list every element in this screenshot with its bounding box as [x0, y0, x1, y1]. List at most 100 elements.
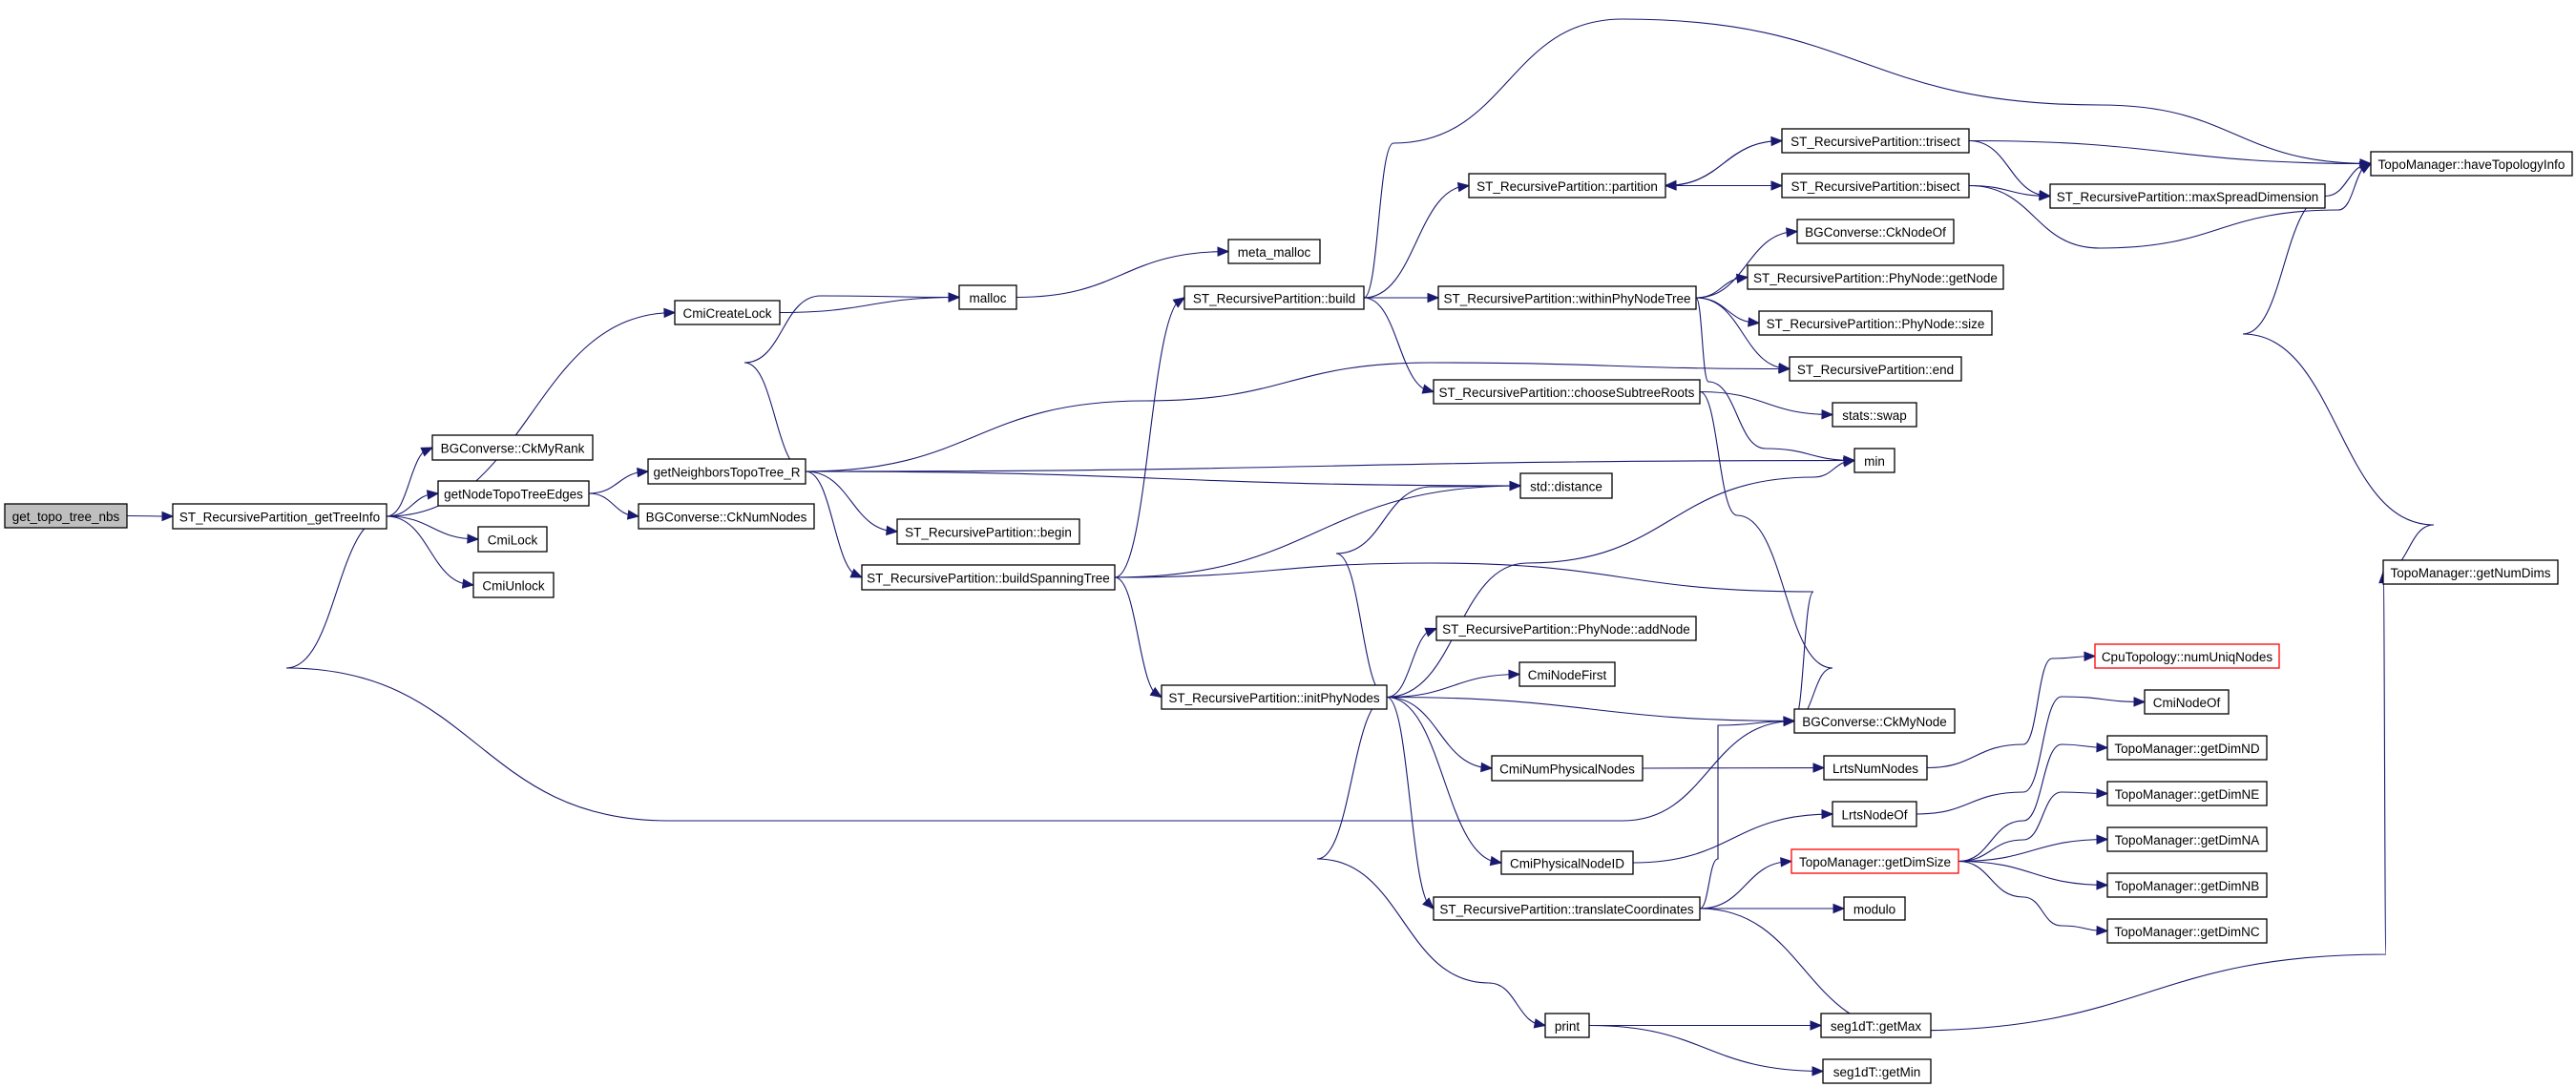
node-box [1491, 755, 1644, 782]
node-label: get_topo_tree_nbs [12, 510, 120, 524]
arrowhead-icon [1735, 273, 1749, 284]
edge-lrtsnumnodes-to-cputopology-numuniqnodes [1926, 655, 2096, 769]
edge-st-recursivepartition-withinphynodetree-to-min [1695, 297, 1855, 462]
node-st-recursivepartition-trisect[interactable]: ST_RecursivePartition::trisect [1781, 128, 1970, 154]
node-lrtsnumnodes[interactable]: LrtsNumNodes [1823, 755, 1928, 781]
node-st-recursivepartition-phynode-addnode[interactable]: ST_RecursivePartition::PhyNode::addNode [1435, 616, 1697, 641]
node-label: ST_RecursivePartition::PhyNode::addNode [1442, 622, 1690, 637]
node-st-recursivepartition-partition[interactable]: ST_RecursivePartition::partition [1468, 173, 1666, 199]
node-bgconverse-ckmyrank[interactable]: BGConverse::CkMyRank [431, 434, 594, 461]
node-seg1dt-getmax[interactable]: seg1dT::getMax [1820, 1013, 1932, 1038]
node-st-recursivepartition-gettreeinfo[interactable]: ST_RecursivePartition_getTreeInfo [172, 503, 387, 530]
arrowhead-icon [886, 525, 899, 536]
node-st-recursivepartition-translatecoordinates[interactable]: ST_RecursivePartition::translateCoordina… [1433, 896, 1701, 921]
node-cminodefirst[interactable]: CmiNodeFirst [1518, 661, 1616, 687]
node-lrtsnodeof[interactable]: LrtsNodeOf [1832, 801, 1917, 827]
edge-cmicreatelock-to-malloc [779, 296, 960, 314]
node-get-topo-tree-nbs[interactable]: get_topo_tree_nbs [4, 503, 128, 529]
edge-st-recursivepartition-trisect-to-st-recursivepartition-maxspreaddimension [1968, 139, 2051, 198]
node-bgconverse-cknodeof[interactable]: BGConverse::CkNodeOf [1796, 219, 1955, 244]
node-topomanager-getdimnc[interactable]: TopoManager::getDimNC [2106, 918, 2268, 944]
edge-st-recursivepartition-withinphynodetree-to-bgconverse-cknodeof [1695, 230, 1798, 299]
edge-st-recursivepartition-initphynodes-to-st-recursivepartition-phynode-addnode [1386, 627, 1437, 699]
node-box [2094, 643, 2280, 669]
node-box [896, 518, 1080, 545]
arrowhead-icon [1810, 1020, 1823, 1031]
node-box [647, 458, 806, 485]
edges-layer [126, 18, 2435, 1077]
node-topomanager-getdimnb[interactable]: TopoManager::getDimNB [2106, 872, 2268, 898]
node-topomanager-getdimne[interactable]: TopoManager::getDimNE [2106, 781, 2268, 806]
edge-st-recursivepartition-translatecoordinates-to-topomanager-getnumdims [1699, 571, 2387, 1032]
node-label: seg1dT::getMin [1833, 1065, 1921, 1079]
node-label: TopoManager::getDimNA [2115, 833, 2260, 847]
node-min[interactable]: min [1853, 448, 1895, 473]
edge-st-recursivepartition-gettreeinfo-to-cmilock [386, 515, 479, 540]
arrowhead-icon [663, 307, 677, 319]
node-seg1dt-getmin[interactable]: seg1dT::getMin [1822, 1058, 1932, 1084]
node-bgconverse-cknumnodes[interactable]: BGConverse::CkNumNodes [638, 503, 815, 530]
node-box [1823, 755, 1928, 781]
edge-st-recursivepartition-initphynodes-to-print [1316, 696, 1546, 1027]
node-st-recursivepartition-phynode-size[interactable]: ST_RecursivePartition::PhyNode::size [1758, 310, 1993, 336]
node-topomanager-getdimnd[interactable]: TopoManager::getDimND [2106, 735, 2268, 761]
node-std-distance[interactable]: std::distance [1519, 472, 1613, 499]
edge-st-recursivepartition-gettreeinfo-to-bgconverse-ckmyrank [386, 447, 433, 517]
node-print[interactable]: print [1544, 1013, 1590, 1038]
node-modulo[interactable]: modulo [1843, 896, 1906, 921]
node-box [2106, 826, 2268, 852]
node-st-recursivepartition-bisect[interactable]: ST_RecursivePartition::bisect [1781, 173, 1970, 199]
edge-st-recursivepartition-initphynodes-to-std-distance [1335, 485, 1521, 699]
node-st-recursivepartition-choosesubtreeroots[interactable]: ST_RecursivePartition::chooseSubtreeRoot… [1433, 379, 1701, 405]
node-stats-swap[interactable]: stats::swap [1832, 402, 1917, 428]
node-topomanager-getdimsize[interactable]: TopoManager::getDimSize [1791, 848, 1959, 874]
edge-st-recursivepartition-buildspanningtree-to-std-distance [1114, 485, 1521, 578]
node-topomanager-getdimna[interactable]: TopoManager::getDimNA [2106, 826, 2268, 852]
arrowhead-icon [1821, 409, 1834, 420]
node-label: TopoManager::getNumDims [2390, 566, 2550, 580]
edge-st-recursivepartition-translatecoordinates-to-bgconverse-ckmynode [1699, 720, 1795, 909]
node-cmicreatelock[interactable]: CmiCreateLock [674, 300, 781, 325]
arrowhead-icon [1456, 181, 1471, 193]
edge-getneighborstopotree-r-to-st-recursivepartition-end [805, 362, 1791, 472]
node-meta-malloc[interactable]: meta_malloc [1227, 239, 1321, 264]
node-topomanager-havetopologyinfo[interactable]: TopoManager::haveTopologyInfo [2370, 151, 2573, 177]
node-st-recursivepartition-withinphynodetree[interactable]: ST_RecursivePartition::withinPhyNodeTree [1437, 285, 1697, 310]
node-box [2106, 735, 2268, 761]
edge-getneighborstopotree-r-to-malloc [743, 295, 960, 472]
node-label: CmiLock [488, 533, 538, 548]
node-cminumphysicalnodes[interactable]: CmiNumPhysicalNodes [1491, 755, 1644, 782]
arrowhead-icon [2096, 742, 2109, 753]
node-cmilock[interactable]: CmiLock [477, 526, 548, 553]
node-st-recursivepartition-initphynodes[interactable]: ST_RecursivePartition::initPhyNodes [1161, 684, 1388, 710]
node-getneighborstopotree-r[interactable]: getNeighborsTopoTree_R [647, 458, 806, 485]
node-cmiphysicalnodeid[interactable]: CmiPhysicalNodeID [1500, 850, 1634, 875]
node-label: TopoManager::getDimSize [1799, 855, 1951, 869]
node-cmiunlock[interactable]: CmiUnlock [472, 572, 555, 598]
node-box [2370, 151, 2573, 177]
node-bgconverse-ckmynode[interactable]: BGConverse::CkMyNode [1793, 708, 1956, 734]
arrowhead-icon [1172, 297, 1186, 308]
node-cputopology-numuniqnodes[interactable]: CpuTopology::numUniqNodes [2094, 643, 2280, 669]
arrowhead-icon [2096, 788, 2109, 799]
arrowhead-icon [1842, 457, 1856, 468]
node-box [1832, 801, 1917, 827]
arrowhead-icon [2096, 925, 2109, 936]
arrowhead-icon [1786, 227, 1799, 238]
edge-topomanager-getdimsize-to-topomanager-getdimnc [1958, 860, 2108, 932]
node-st-recursivepartition-buildspanningtree[interactable]: ST_RecursivePartition::buildSpanningTree [861, 564, 1116, 591]
node-st-recursivepartition-phynode-getnode[interactable]: ST_RecursivePartition::PhyNode::getNode [1747, 264, 2004, 290]
node-label: ST_RecursivePartition::initPhyNodes [1168, 691, 1380, 705]
node-cminodeof[interactable]: CmiNodeOf [2144, 689, 2230, 715]
arrowhead-icon [1812, 763, 1826, 773]
node-label: meta_malloc [1238, 245, 1311, 260]
node-st-recursivepartition-end[interactable]: ST_RecursivePartition::end [1789, 356, 1962, 382]
node-st-recursivepartition-maxspreaddimension[interactable]: ST_RecursivePartition::maxSpreadDimensio… [2049, 183, 2326, 209]
node-box [1433, 379, 1701, 405]
node-box [1518, 661, 1616, 687]
node-topomanager-getnumdims[interactable]: TopoManager::getNumDims [2382, 559, 2559, 585]
node-malloc[interactable]: malloc [958, 284, 1017, 310]
node-getnodetopotreeedges[interactable]: getNodeTopoTreeEdges [437, 480, 590, 507]
node-st-recursivepartition-build[interactable]: ST_RecursivePartition::build [1183, 285, 1365, 310]
node-st-recursivepartition-begin[interactable]: ST_RecursivePartition::begin [896, 518, 1080, 545]
